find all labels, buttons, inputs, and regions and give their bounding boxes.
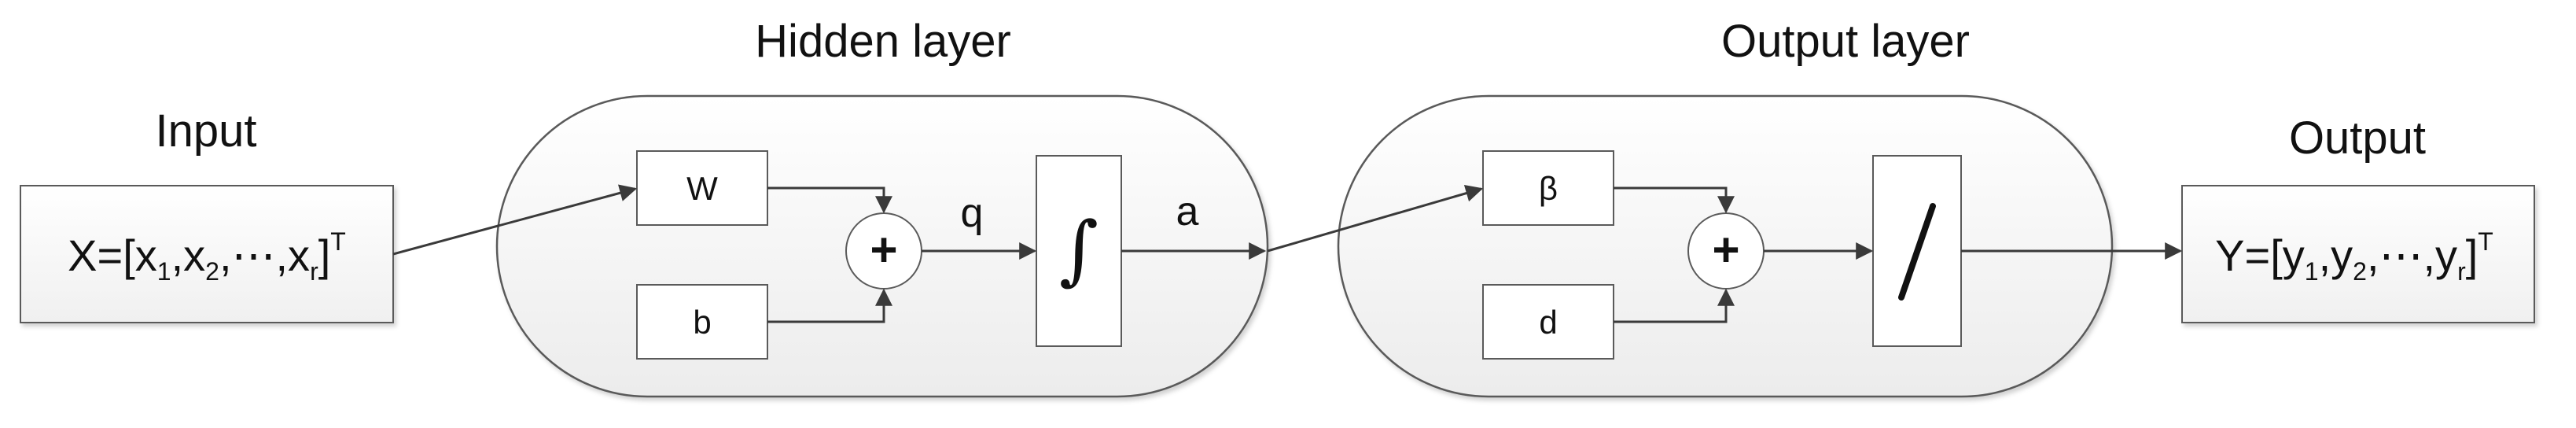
- hidden-sum-node: +: [845, 212, 922, 290]
- hidden-weight-label: W: [686, 170, 718, 207]
- hidden-output-label: a: [1176, 189, 1199, 234]
- input-node: X=[x1,x2,⋯,xr]T: [20, 185, 394, 323]
- hidden-sum-symbol: +: [870, 223, 897, 276]
- hidden-weight-node: W: [636, 150, 768, 226]
- linear-activation-icon: [1898, 203, 1936, 301]
- edge-bias-to-sum: [767, 288, 892, 323]
- output-activation-node: /: [1872, 155, 1962, 347]
- input-title: Input: [156, 105, 257, 157]
- edge-output-weight-to-sum: [1614, 186, 1735, 214]
- hidden-bias-node: b: [636, 284, 768, 360]
- hidden-activation-symbol: ∫: [1059, 205, 1098, 293]
- output-title: Output: [2289, 113, 2426, 164]
- hidden-activation-node: ∫: [1036, 155, 1122, 347]
- output-weight-node: β: [1482, 150, 1614, 226]
- input-vector-label: X=[x1,x2,⋯,xr]T: [68, 227, 346, 286]
- output-sum-symbol: +: [1712, 223, 1739, 276]
- output-weight-label: β: [1539, 170, 1558, 207]
- edge-hidden-to-output-weight: [1267, 184, 1484, 253]
- output-layer-title: Output layer: [1721, 16, 1970, 67]
- output-sum-node: +: [1687, 212, 1765, 290]
- edge-weight-to-sum: [767, 186, 892, 214]
- output-node: Y=[y1,y2,⋯,yr]T: [2181, 185, 2535, 323]
- hidden-net-label: q: [961, 190, 984, 236]
- hidden-layer-title: Hidden layer: [755, 16, 1011, 67]
- hidden-bias-label: b: [693, 304, 711, 341]
- output-bias-node: d: [1482, 284, 1614, 360]
- output-vector-label: Y=[y1,y2,⋯,yr]T: [2215, 227, 2493, 286]
- edge-output-bias-to-sum: [1614, 288, 1735, 323]
- edge-input-to-weight: [392, 184, 638, 256]
- output-bias-label: d: [1539, 304, 1557, 341]
